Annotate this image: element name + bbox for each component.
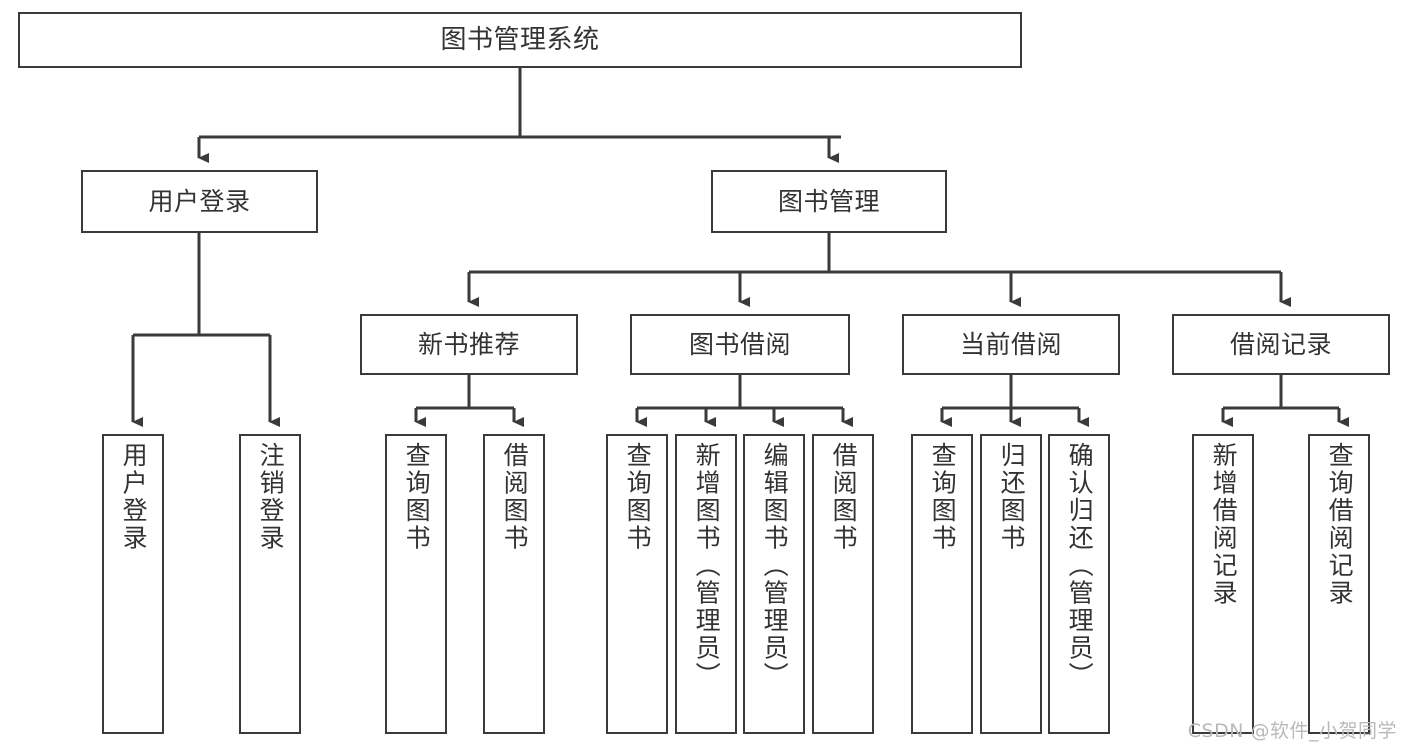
leaf-new-books-query[interactable]: 查询图书: [385, 434, 447, 734]
leaf-borrow-edit-book[interactable]: 编辑图书（管理员）: [743, 434, 805, 734]
node-label: 新增图书（管理员）: [692, 442, 722, 690]
node-label: 图书借阅: [688, 329, 791, 359]
leaf-borrow-borrow-book[interactable]: 借阅图书: [812, 434, 874, 734]
leaf-current-return-book[interactable]: 归还图书: [980, 434, 1042, 734]
node-label: 借阅图书: [829, 442, 859, 552]
node-label: 确认归还（管理员）: [1065, 442, 1095, 690]
node-current-borrow[interactable]: 当前借阅: [902, 314, 1120, 375]
node-label: 借阅图书: [500, 442, 530, 552]
node-label: 查询图书: [402, 442, 432, 552]
node-label: 借阅记录: [1229, 329, 1332, 359]
node-label: 图书管理: [777, 186, 880, 216]
leaf-borrow-add-book[interactable]: 新增图书（管理员）: [675, 434, 737, 734]
leaf-records-add[interactable]: 新增借阅记录: [1192, 434, 1254, 734]
leaf-borrow-query-book[interactable]: 查询图书: [606, 434, 668, 734]
node-label: 新书推荐: [417, 329, 520, 359]
node-root-system[interactable]: 图书管理系统: [18, 12, 1022, 68]
node-label: 当前借阅: [959, 329, 1062, 359]
leaf-user-login-signin[interactable]: 用户登录: [102, 434, 164, 734]
watermark: CSDN @软件_小贺同学: [1187, 720, 1397, 742]
node-label: 用户登录: [148, 186, 251, 216]
node-label: 用户登录: [119, 442, 149, 552]
node-label: 编辑图书（管理员）: [760, 442, 790, 690]
node-label: 查询借阅记录: [1325, 442, 1355, 607]
leaf-records-query[interactable]: 查询借阅记录: [1308, 434, 1370, 734]
node-label: 新增借阅记录: [1209, 442, 1239, 607]
leaf-user-login-signout[interactable]: 注销登录: [239, 434, 301, 734]
node-label: 图书管理系统: [440, 24, 600, 55]
node-book-borrow[interactable]: 图书借阅: [630, 314, 850, 375]
leaf-current-query-book[interactable]: 查询图书: [911, 434, 973, 734]
node-label: 查询图书: [623, 442, 653, 552]
node-borrow-records[interactable]: 借阅记录: [1172, 314, 1390, 375]
node-label: 注销登录: [256, 442, 286, 552]
leaf-new-books-borrow[interactable]: 借阅图书: [483, 434, 545, 734]
node-label: 归还图书: [997, 442, 1027, 552]
node-label: 查询图书: [928, 442, 958, 552]
node-new-book-recommend[interactable]: 新书推荐: [360, 314, 578, 375]
node-book-management[interactable]: 图书管理: [711, 170, 947, 233]
node-user-login[interactable]: 用户登录: [81, 170, 318, 233]
leaf-current-confirm-return[interactable]: 确认归还（管理员）: [1048, 434, 1110, 734]
